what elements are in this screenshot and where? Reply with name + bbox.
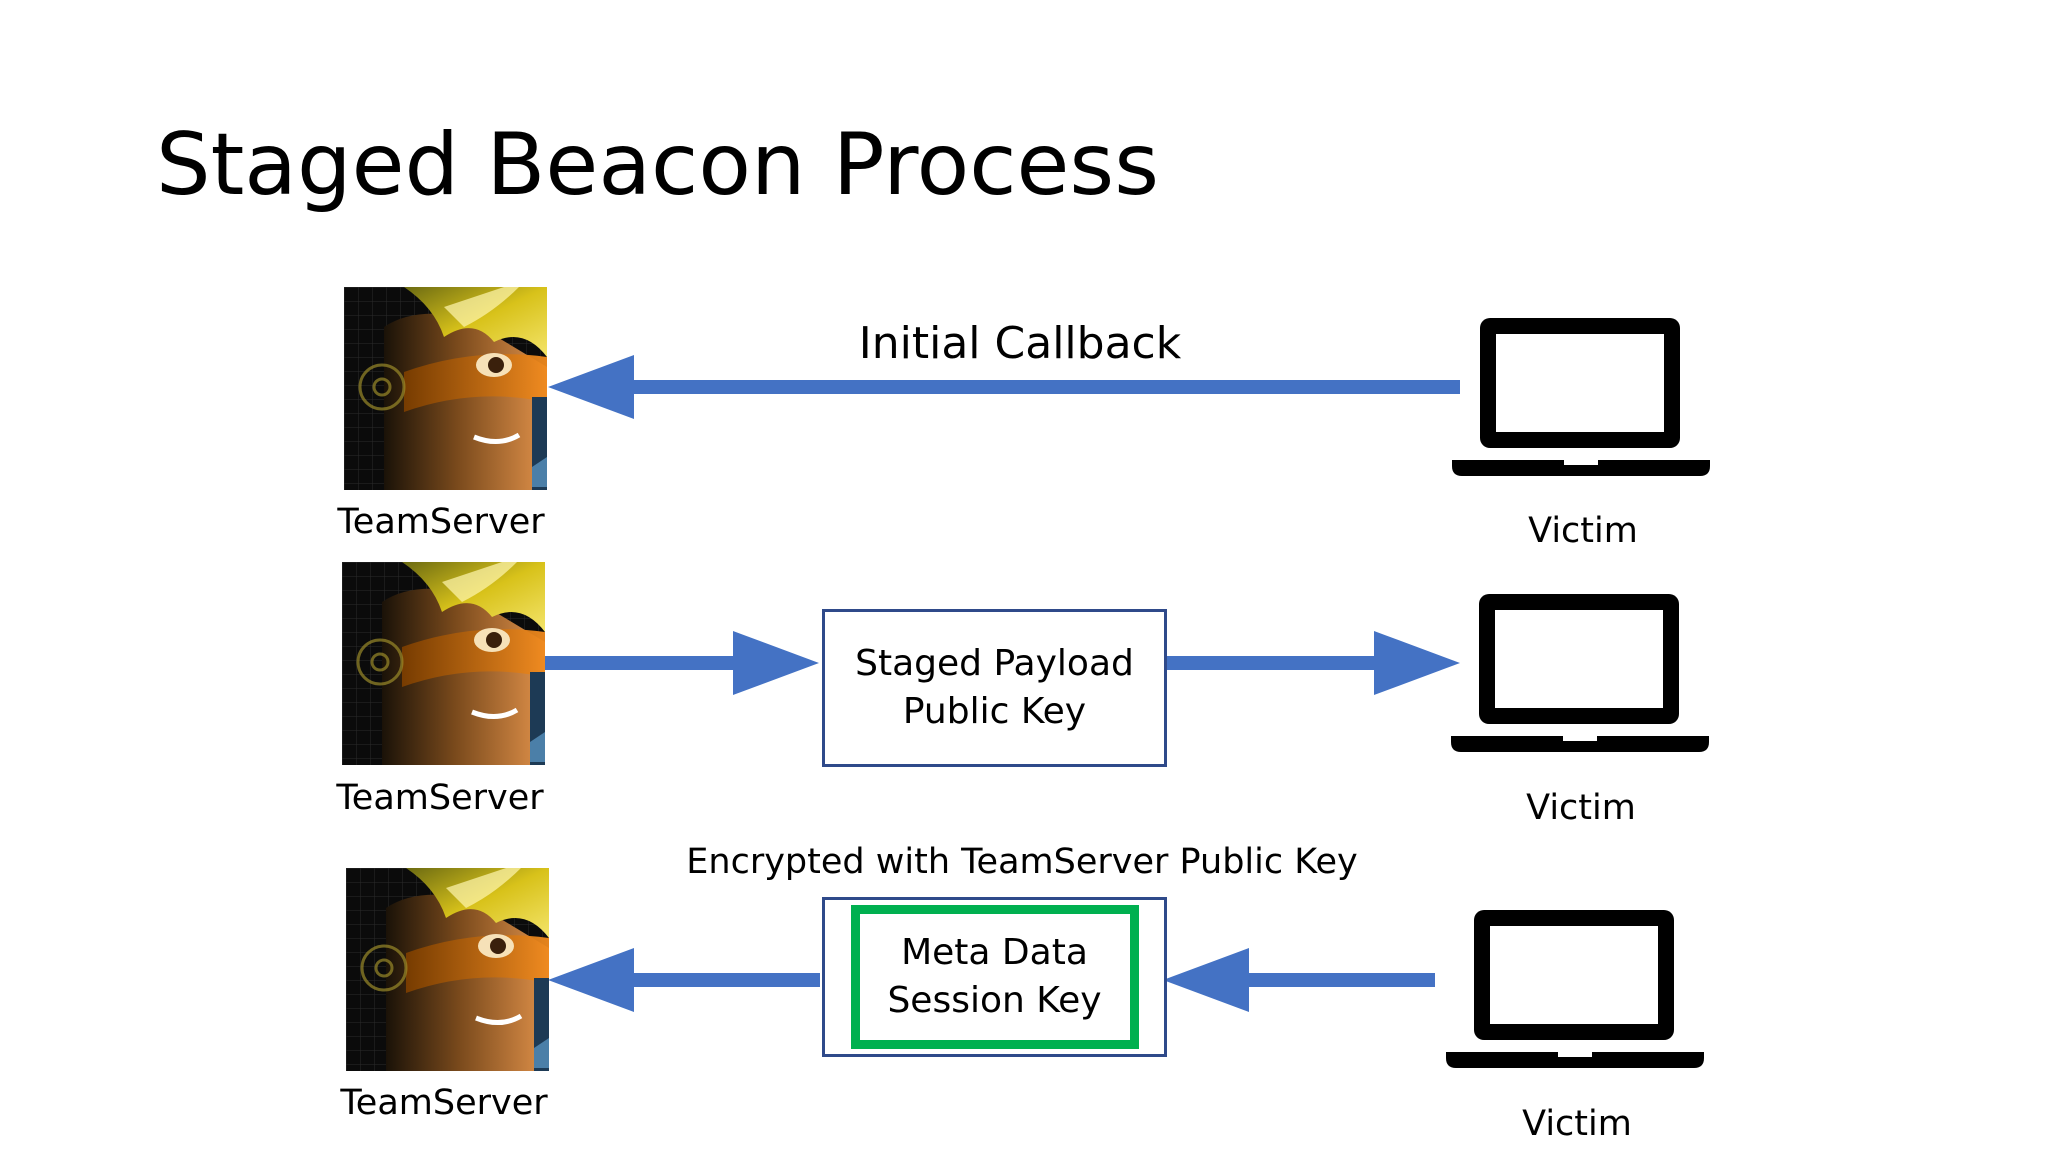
arrow-metadata-to-teamserver bbox=[548, 948, 820, 1012]
victim-laptop-icon bbox=[1448, 314, 1714, 480]
metadata-outer-box: Meta Data Session Key bbox=[822, 897, 1167, 1057]
teamserver-avatar-icon bbox=[346, 868, 549, 1071]
arrow-victim-to-metadata bbox=[1163, 948, 1435, 1012]
encryption-caption: Encrypted with TeamServer Public Key bbox=[686, 842, 1358, 882]
box-line: Meta Data bbox=[901, 932, 1088, 974]
teamserver-label: TeamServer bbox=[340, 1083, 548, 1123]
victim-laptop-icon bbox=[1447, 590, 1713, 756]
arrow-teamserver-to-payload bbox=[542, 631, 819, 695]
box-line: Public Key bbox=[902, 691, 1087, 732]
box-line: Staged Payload bbox=[855, 643, 1134, 685]
victim-label: Victim bbox=[1522, 1104, 1632, 1144]
arrow-initial-callback bbox=[548, 355, 1460, 419]
session-key-highlight-box: Meta Data Session Key bbox=[850, 905, 1139, 1049]
victim-label: Victim bbox=[1528, 511, 1638, 551]
box-line: Session Key bbox=[887, 980, 1102, 1021]
victim-laptop-icon bbox=[1442, 906, 1708, 1072]
victim-label: Victim bbox=[1526, 788, 1636, 828]
arrow-payload-to-victim bbox=[1162, 631, 1460, 695]
staged-payload-box: Staged Payload Public Key bbox=[822, 609, 1167, 767]
arrow-label-initial-callback: Initial Callback bbox=[858, 318, 1182, 369]
teamserver-avatar-icon bbox=[342, 562, 545, 765]
teamserver-avatar-icon bbox=[344, 287, 547, 490]
teamserver-label: TeamServer bbox=[337, 502, 545, 542]
slide-title: Staged Beacon Process bbox=[156, 115, 1160, 215]
teamserver-label: TeamServer bbox=[336, 778, 544, 818]
